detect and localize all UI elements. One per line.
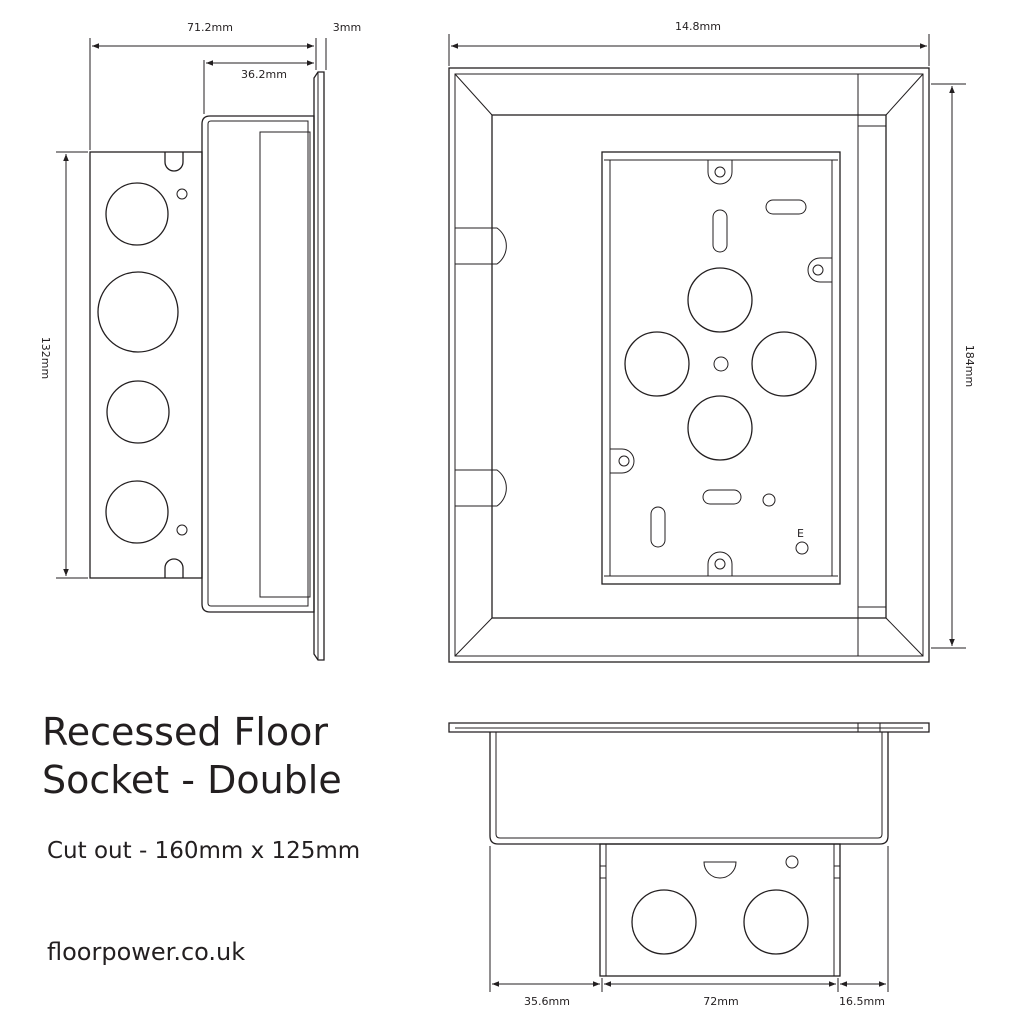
dim-side-depth: 71.2mm	[187, 21, 233, 34]
dim-bottom-middle: 72mm	[703, 995, 738, 1008]
knockout-hole	[751, 331, 817, 397]
knockout-hole	[97, 271, 179, 353]
front-tray-body	[489, 732, 889, 845]
knockout-hole	[106, 380, 170, 444]
dim-bottom-right: 16.5mm	[839, 995, 885, 1008]
front-flange	[448, 722, 930, 733]
knockout-hole	[624, 331, 690, 397]
title-line-2: Socket - Double	[42, 758, 342, 802]
dim-side-height: 132mm	[39, 337, 52, 379]
dim-side-inner: 36.2mm	[241, 68, 287, 81]
earth-label: E	[797, 527, 804, 540]
dim-side-flange: 3mm	[333, 21, 361, 34]
top-inner-tray	[491, 114, 887, 619]
front-backbox	[599, 843, 841, 977]
knockout-hole	[687, 267, 753, 333]
knockout-hole	[631, 889, 697, 955]
knockout-hole	[743, 889, 809, 955]
top-backbox: E	[601, 151, 841, 585]
dim-top-height: 184mm	[963, 345, 976, 387]
knockout-hole	[105, 480, 169, 544]
cutout-size: Cut out - 160mm x 125mm	[47, 838, 361, 864]
side-tray-body	[201, 115, 315, 613]
dim-bottom-left: 35.6mm	[524, 995, 570, 1008]
website-link[interactable]: floorpower.co.uk	[47, 938, 246, 966]
front-view: 35.6mm 72mm 16.5mm	[448, 722, 930, 1008]
page-title: Recessed Floor Socket - Double	[42, 708, 462, 804]
side-flange	[313, 71, 325, 661]
dim-top-width: 14.8mm	[675, 20, 721, 33]
side-view: 71.2mm 3mm 36.2mm 132mm	[39, 21, 361, 661]
knockout-hole	[687, 395, 753, 461]
side-backbox-plate	[89, 151, 203, 579]
knockout-hole	[105, 182, 169, 246]
top-outer-frame	[448, 67, 930, 663]
title-line-1: Recessed Floor	[42, 710, 329, 754]
top-view: E 14.8mm 184mm	[448, 20, 976, 663]
